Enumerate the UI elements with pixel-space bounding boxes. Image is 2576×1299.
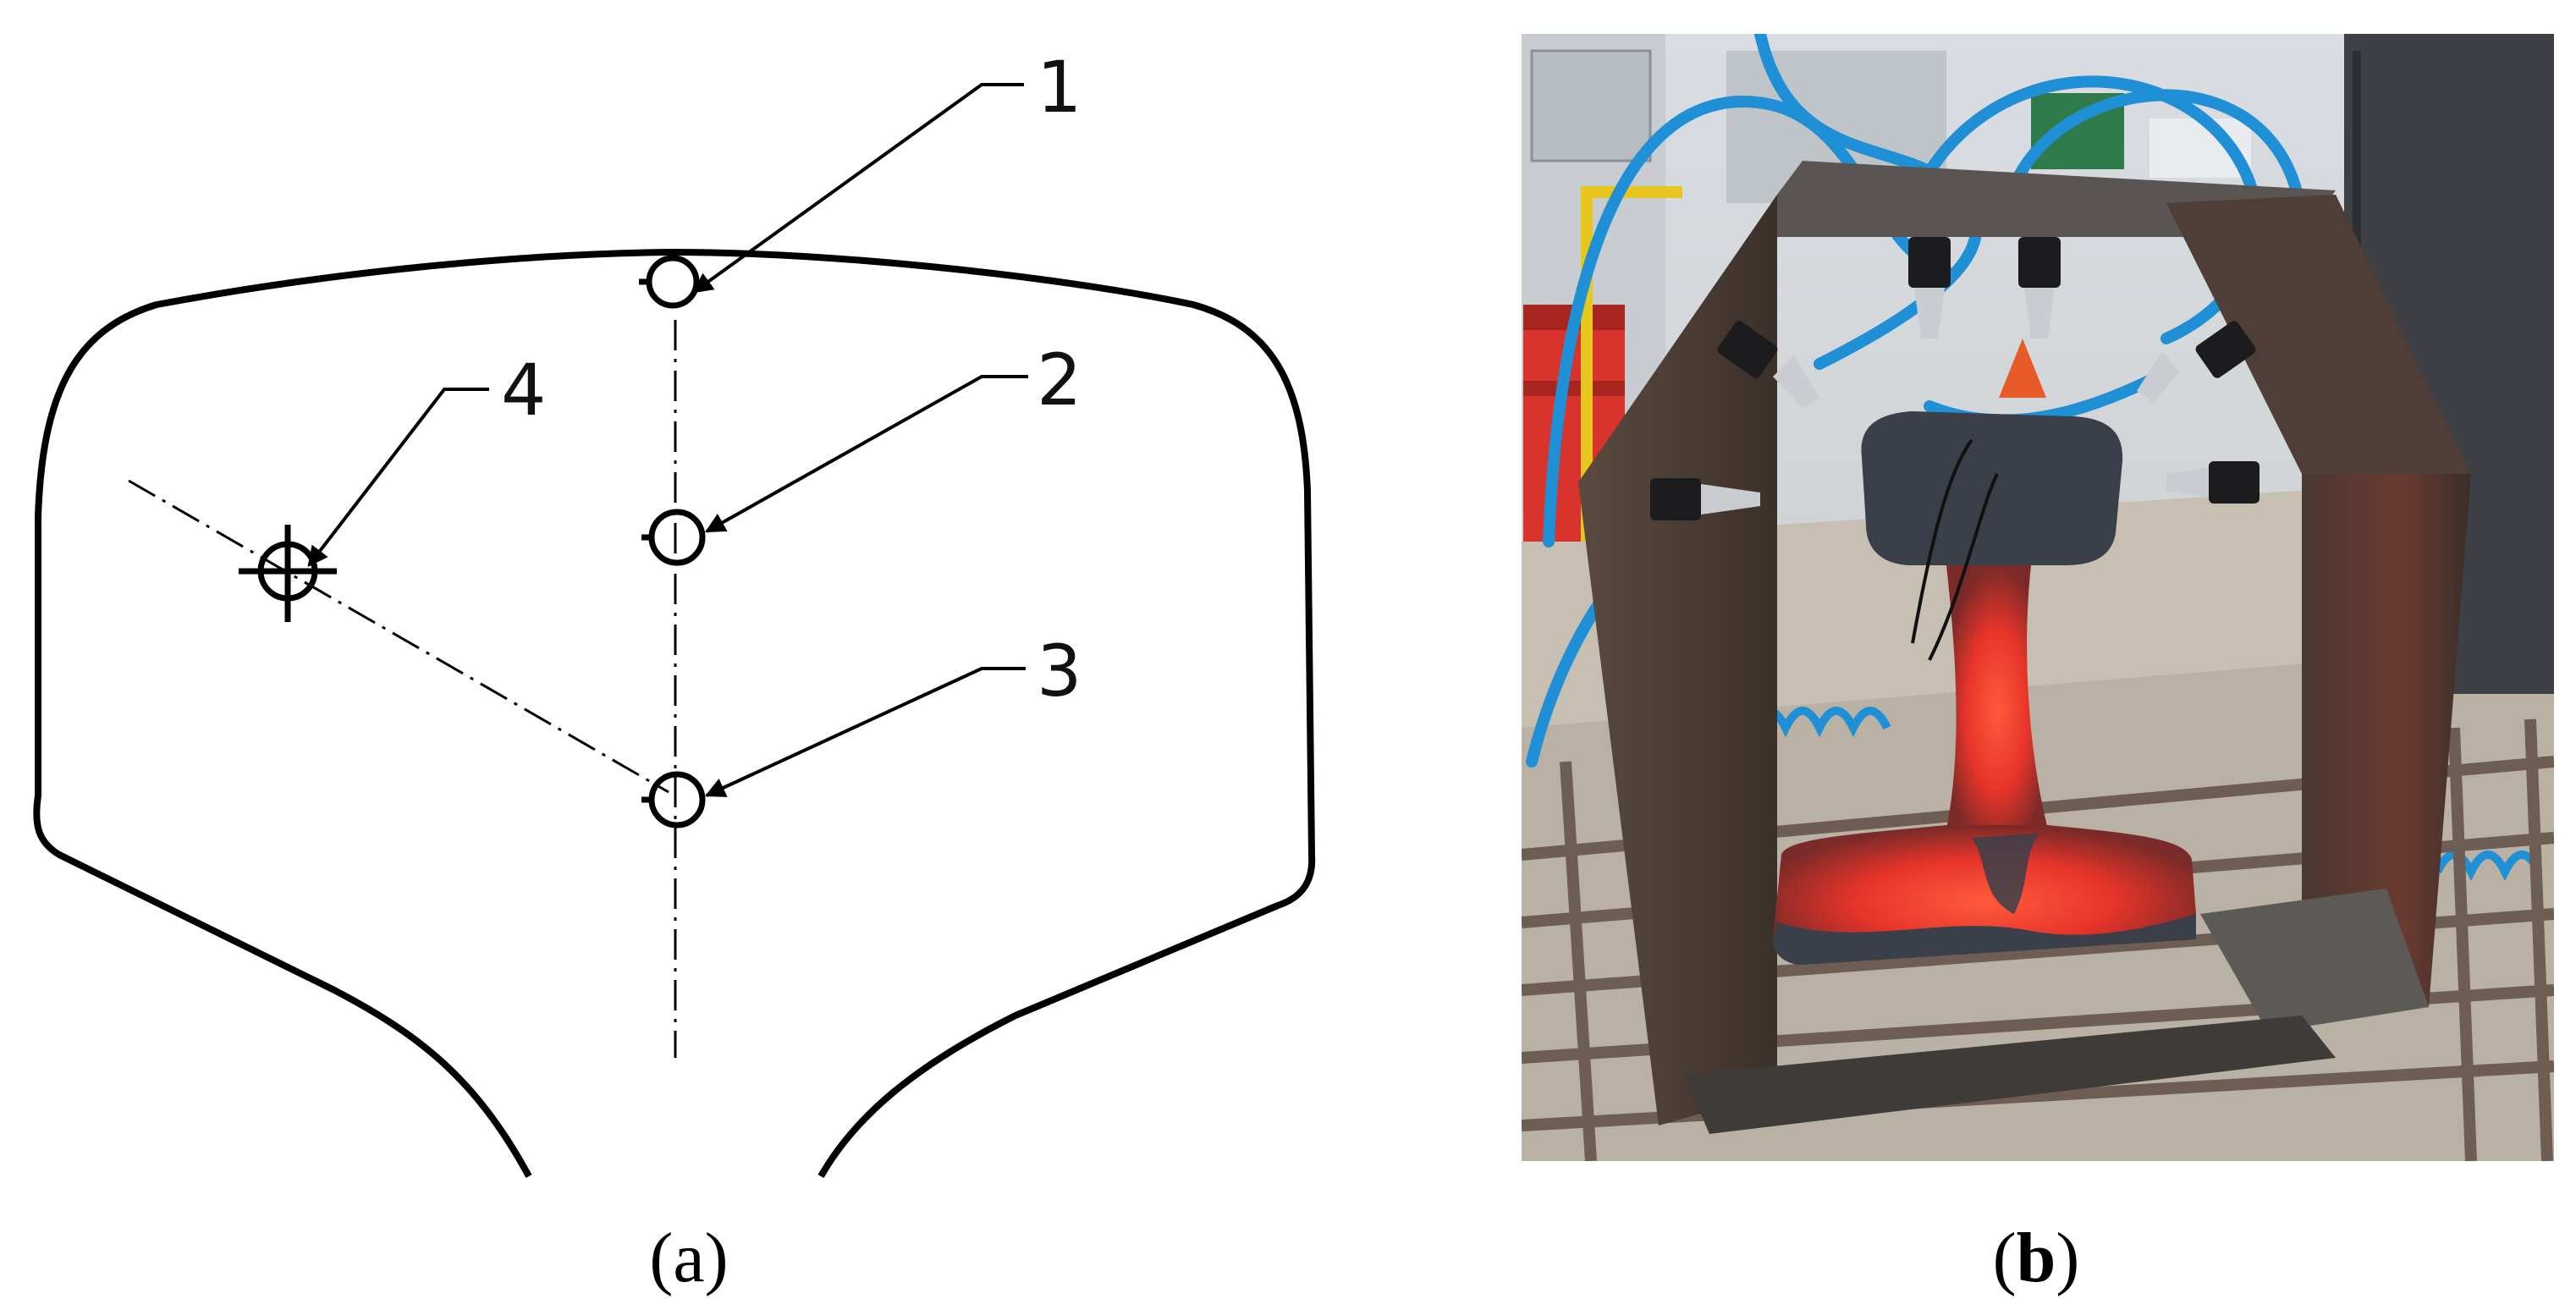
- panel-b-photo: [1522, 34, 2554, 1161]
- panel-a-drawing: 1 2 3 4: [33, 46, 1316, 1178]
- leader-3: [704, 667, 1026, 797]
- callout-label-3: 3: [1037, 630, 1082, 713]
- callout-label-4: 4: [501, 349, 546, 432]
- diagonal-centerline: [128, 479, 669, 794]
- callout-label-1: 1: [1037, 46, 1082, 129]
- measurement-point-2: [641, 509, 706, 566]
- callout-label-2: 2: [1037, 339, 1082, 421]
- measurement-point-3: [641, 771, 706, 828]
- rail-sample: [1773, 411, 2196, 965]
- panel-caption-b: (b): [1993, 1219, 2080, 1297]
- panel-caption-a: (a): [649, 1219, 728, 1297]
- measurement-point-4: [239, 525, 337, 622]
- leader-1: [692, 83, 1024, 294]
- leader-2: [704, 375, 1028, 533]
- panel-caption-b-letter: b: [2017, 1219, 2056, 1297]
- measurement-point-1: [639, 255, 700, 309]
- panel-caption-a-letter: a: [673, 1219, 704, 1297]
- rail-head-outline: [33, 249, 1316, 1178]
- leader-4: [307, 388, 489, 567]
